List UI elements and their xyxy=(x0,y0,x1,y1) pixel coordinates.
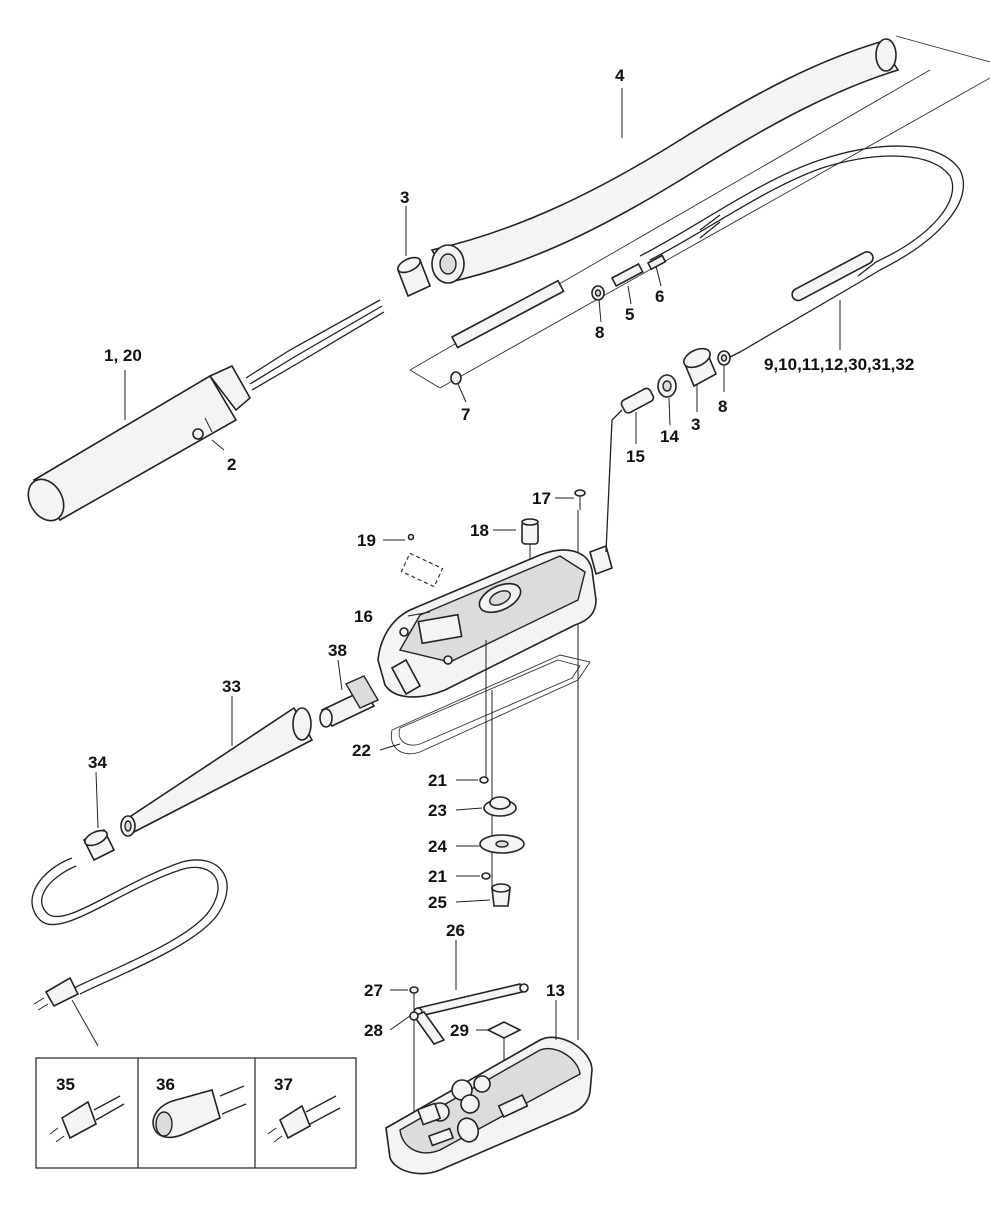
label-27: 27 xyxy=(364,981,383,1000)
label-3-upper: 3 xyxy=(400,188,409,207)
plug-variants-box xyxy=(35,1057,357,1169)
base-part-13 xyxy=(385,1036,593,1175)
fitting-part-14 xyxy=(657,374,677,398)
label-17: 17 xyxy=(532,489,551,508)
grommet-part-25 xyxy=(491,883,511,907)
decal-part-19 xyxy=(400,533,444,588)
label-33: 33 xyxy=(222,677,241,696)
cap-part-18 xyxy=(521,518,539,570)
label-5: 5 xyxy=(625,305,634,324)
pin-part-5 xyxy=(610,262,644,288)
label-8-left: 8 xyxy=(595,323,604,342)
label-38: 38 xyxy=(328,641,347,660)
screw-part-21b xyxy=(481,872,491,880)
label-15: 15 xyxy=(626,447,645,466)
label-3-lower: 3 xyxy=(691,415,700,434)
label-23: 23 xyxy=(428,801,447,820)
cable-part-9-32 xyxy=(639,145,965,359)
gasket-part-22 xyxy=(390,654,591,755)
pin-part-6 xyxy=(646,254,667,271)
label-16: 16 xyxy=(354,607,373,626)
housing-part-16 xyxy=(377,409,623,698)
plug-part-35 xyxy=(49,1095,125,1143)
label-18: 18 xyxy=(470,521,489,540)
label-34: 34 xyxy=(88,753,107,772)
plug-part-37 xyxy=(267,1095,341,1143)
sleeve-part-33 xyxy=(120,706,314,837)
collar-part-3b xyxy=(682,347,718,388)
label-8-right: 8 xyxy=(718,397,727,416)
sheet-part-7 xyxy=(409,69,990,389)
label-21-lower: 21 xyxy=(428,867,447,886)
collar-part-3a xyxy=(396,256,432,298)
label-22: 22 xyxy=(352,741,371,760)
label-13: 13 xyxy=(546,981,565,1000)
power-cord xyxy=(31,857,228,1047)
label-28: 28 xyxy=(364,1021,383,1040)
sleeve-part-15 xyxy=(620,387,655,414)
label-24: 24 xyxy=(428,837,447,856)
label-9-32: 9,10,11,12,30,31,32 xyxy=(764,355,914,374)
label-14: 14 xyxy=(660,427,679,446)
label-35: 35 xyxy=(56,1075,75,1094)
clamp-part-34 xyxy=(82,828,116,862)
vibrator-head-part-1-20 xyxy=(27,299,385,522)
plug-part-36 xyxy=(152,1085,247,1139)
label-2: 2 xyxy=(227,455,236,474)
label-25: 25 xyxy=(428,893,447,912)
label-19: 19 xyxy=(357,531,376,550)
connector-part-38 xyxy=(319,675,379,728)
hose-part-4 xyxy=(430,35,990,284)
capacitor-part-26 xyxy=(413,983,529,1017)
label-26: 26 xyxy=(446,921,465,940)
label-21-upper: 21 xyxy=(428,771,447,790)
label-36: 36 xyxy=(156,1075,175,1094)
label-4: 4 xyxy=(615,66,625,85)
label-6: 6 xyxy=(655,287,664,306)
callout-labels: 1, 20 2 3 3 4 5 6 7 8 8 9,10,11,12,30,31… xyxy=(56,66,914,1094)
label-37: 37 xyxy=(274,1075,293,1094)
rod-part-28 xyxy=(409,1011,446,1045)
leader-lines xyxy=(95,88,841,1040)
plate-part-24 xyxy=(479,834,525,854)
seal-part-23 xyxy=(483,796,517,817)
screw-part-21a xyxy=(479,776,489,784)
label-1-20: 1, 20 xyxy=(104,346,142,365)
ring-part-8b xyxy=(717,350,731,366)
label-7: 7 xyxy=(461,405,470,424)
label-29: 29 xyxy=(450,1021,469,1040)
ring-part-8a xyxy=(591,285,605,301)
